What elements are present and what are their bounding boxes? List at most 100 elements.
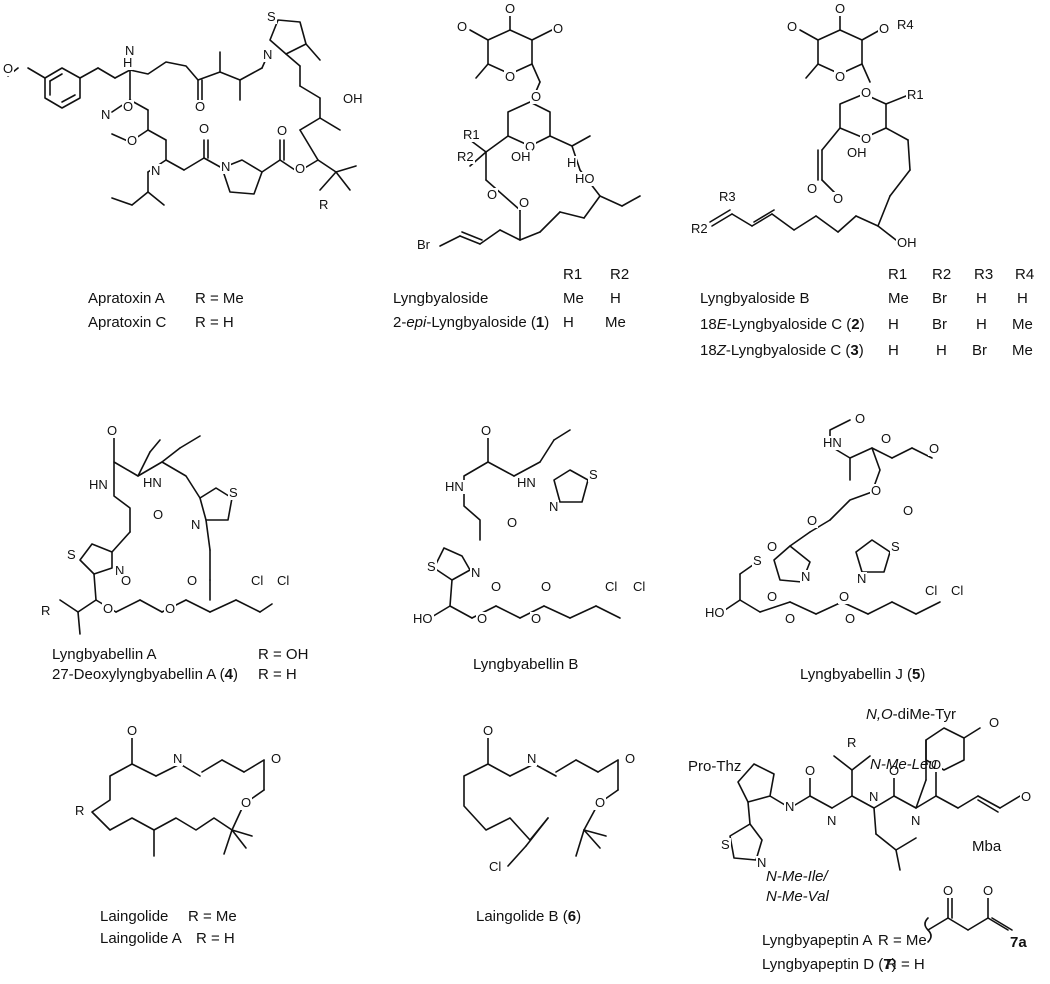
atom-o: O [786,19,799,34]
b-r3: H [976,290,987,307]
atom-o: O [878,21,891,36]
c18z-r2: H [936,342,947,359]
atom-o: O [518,195,531,210]
c18e-r1: H [888,316,899,333]
caption-lyngbyaloside: Lyngbyaloside [393,290,489,307]
atom-o: O [122,99,135,114]
atom-n: N [100,107,112,122]
fragment-nme-leu: N-Me-Leu [870,756,937,773]
atom-o: O [766,539,779,554]
atom-o: O [942,883,955,898]
atom-o: O [504,69,517,84]
atom-o: O [456,19,469,34]
atom-r1: R1 [906,87,925,102]
c18z-r4: Me [1012,342,1033,359]
atom-cl: Cl [950,583,965,598]
atom-o: O [804,763,817,778]
atom-o: O [486,187,499,202]
caption-laingolide: Laingolide [100,908,169,925]
atom-s: S [228,485,239,500]
lyngbyabellin-j-bonds [721,419,941,615]
c18z-r3: Br [972,342,987,359]
atom-n: N [868,789,880,804]
atom-r: R [318,197,330,212]
atom-o: O [834,1,847,16]
atom-n: N [784,799,796,814]
caption-fragment-7a: 7a [1010,934,1027,951]
atom-o: O [870,483,883,498]
caption-apratoxin-c: Apratoxin C [88,314,167,331]
header-b-r3: R3 [974,266,994,283]
atom-o: O [126,133,139,148]
atom-h: H [122,55,134,70]
apratoxin-bonds [7,19,357,206]
atom-cl: Cl [250,573,265,588]
caption-apratoxin-a-r: R = Me [195,290,244,307]
atom-o: O [164,601,177,616]
atom-r: R [40,603,52,618]
atom-o: O [506,515,519,530]
atom-o: O [152,507,165,522]
atom-o: O [126,723,139,738]
caption-laingolide-r: R = Me [188,908,237,925]
atom-s: S [66,547,77,562]
atom-o: O [482,723,495,738]
lyngbyaloside-r1: Me [563,290,584,307]
atom-o: O [276,123,289,138]
atom-cl: Cl [488,859,503,874]
atom-hn: HN [516,475,537,490]
atom-oh: OH [510,149,532,164]
caption-lyngbyabellin-a-r: R = OH [258,646,309,663]
atom-n: N [526,751,538,766]
atom-hn: HN [142,475,163,490]
atom-o: O [530,89,543,104]
atom-s: S [720,837,731,852]
atom-o: O [120,573,133,588]
atom-oh: OH [342,91,364,106]
atom-o: O [860,131,873,146]
header-r1: R1 [563,266,583,283]
atom-o: O [504,1,517,16]
atom-o: O [530,611,543,626]
header-r2: R2 [610,266,630,283]
atom-cl: Cl [604,579,619,594]
epi-lyngbyaloside-r2: Me [605,314,626,331]
atom-s: S [266,9,277,24]
atom-o: O [982,883,995,898]
atom-n: N [114,563,126,578]
fragment-pro-thz: Pro-Thz [688,758,742,775]
atom-n: N [190,517,202,532]
atom-n: N [262,47,274,62]
lyngbyabellin-b-bonds [429,429,621,619]
atom-n: N [150,163,162,178]
lyngbyaloside-b-bonds [709,13,911,241]
atom-cl: Cl [632,579,647,594]
caption-lyngbyapeptin-d-r: R = H [886,956,925,973]
atom-hn: HN [444,479,465,494]
atom-o: O [880,431,893,446]
atom-s: S [426,559,437,574]
atom-ho: HO [574,171,596,186]
fragment-nme-val: N-Me-Val [766,888,829,905]
c18e-r2: Br [932,316,947,333]
atom-o: O [988,715,1001,730]
atom-o: O [480,423,493,438]
b-r4: H [1017,290,1028,307]
caption-2-epi-lyngbyaloside: 2-epi-Lyngbyaloside (1) [393,314,550,331]
atom-r2: R2 [690,221,709,236]
lyngbyapeptin-bonds [729,727,1021,943]
atom-cl: Cl [276,573,291,588]
caption-apratoxin-a: Apratoxin A [88,290,165,307]
atom-n: N [548,499,560,514]
atom-n: N [856,571,868,586]
lyngbyaloside-r2: H [610,290,621,307]
atom-n: N [910,813,922,828]
c18e-r4: Me [1012,316,1033,333]
atom-s: S [890,539,901,554]
atom-n: N [220,159,232,174]
atom-o: O [552,21,565,36]
atom-o: O [102,601,115,616]
c18z-r1: H [888,342,899,359]
caption-laingolide-a-r: R = H [196,930,235,947]
laingolide-bonds [91,735,265,857]
